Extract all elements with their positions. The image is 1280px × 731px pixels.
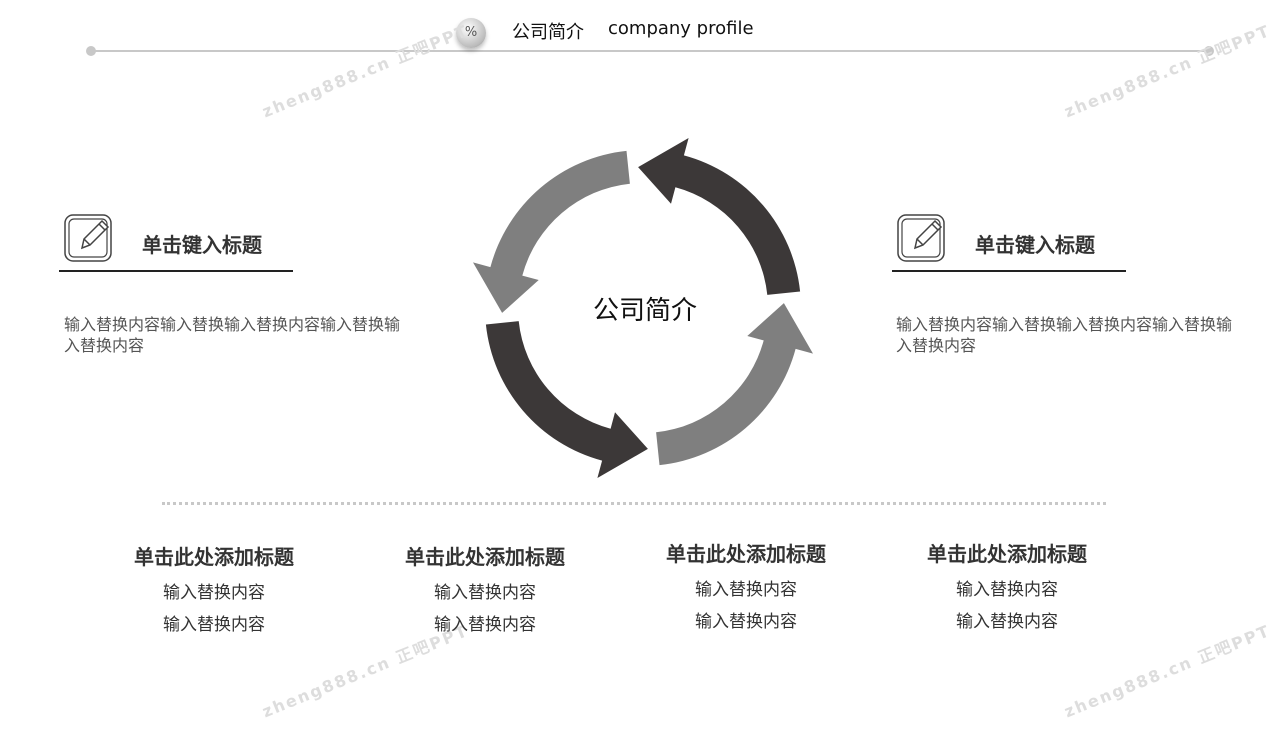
header-divider bbox=[90, 50, 1210, 52]
column-line: 输入替换内容 bbox=[695, 612, 797, 632]
left-block-underline bbox=[59, 270, 293, 272]
divider-dot-left bbox=[86, 46, 96, 56]
right-block-title: 单击键入标题 bbox=[975, 233, 1095, 257]
column-line: 输入替换内容 bbox=[956, 580, 1058, 600]
column-1: 单击此处添加标题 输入替换内容 输入替换内容 bbox=[94, 541, 334, 634]
edit-icon bbox=[897, 214, 945, 262]
column-line: 输入替换内容 bbox=[434, 583, 536, 603]
column-2: 单击此处添加标题 输入替换内容 输入替换内容 bbox=[365, 541, 605, 634]
column-line: 输入替换内容 bbox=[163, 615, 265, 635]
right-block-underline bbox=[892, 270, 1126, 272]
column-line: 输入替换内容 bbox=[956, 612, 1058, 632]
divider-dot-right bbox=[1204, 46, 1214, 56]
cycle-arrow-bottom-right bbox=[656, 303, 813, 466]
column-title: 单击此处添加标题 bbox=[134, 545, 294, 569]
column-3: 单击此处添加标题 输入替换内容 输入替换内容 bbox=[626, 538, 866, 631]
edit-icon bbox=[64, 214, 112, 262]
dotted-divider bbox=[162, 502, 1106, 505]
column-line: 输入替换内容 bbox=[434, 615, 536, 635]
center-label: 公司简介 bbox=[593, 296, 698, 326]
column-line: 输入替换内容 bbox=[163, 583, 265, 603]
right-block-body: 输入替换内容输入替换输入替换内容输入替换输入替换内容 bbox=[896, 315, 1233, 355]
column-title: 单击此处添加标题 bbox=[405, 545, 565, 569]
percent-badge-icon: % bbox=[456, 18, 486, 48]
left-block-title: 单击键入标题 bbox=[142, 233, 262, 257]
column-line: 输入替换内容 bbox=[695, 580, 797, 600]
left-block-body: 输入替换内容输入替换输入替换内容输入替换输入替换内容 bbox=[64, 315, 401, 355]
column-title: 单击此处添加标题 bbox=[927, 542, 1087, 566]
header-title-en: company profile bbox=[608, 18, 754, 39]
cycle-arrow-top-left bbox=[473, 150, 630, 313]
cycle-arrow-top-right bbox=[638, 138, 801, 295]
cycle-arrow-bottom-left bbox=[485, 321, 648, 478]
header-title-cn: 公司简介 bbox=[512, 22, 584, 43]
column-title: 单击此处添加标题 bbox=[666, 542, 826, 566]
column-4: 单击此处添加标题 输入替换内容 输入替换内容 bbox=[887, 538, 1127, 631]
